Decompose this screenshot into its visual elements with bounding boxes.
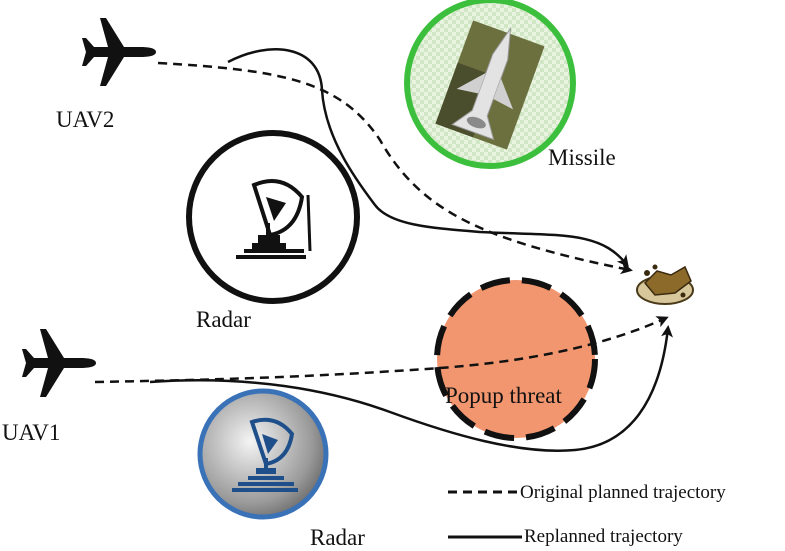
uav1: UAV1 [2,329,96,445]
trajectories [94,48,673,452]
radar-threat-bottom: Radar [197,388,365,550]
radar-threat-top: Radar [186,130,360,332]
airplane-icon [22,329,96,397]
target-icon [636,264,694,305]
uav1-label: UAV1 [2,420,60,445]
legend-replanned-label: Replanned trajectory [524,526,683,547]
radar-label-top: Radar [196,307,251,332]
popup-threat-label: Popup threat [445,383,563,408]
radar-dish-icon [232,417,298,492]
legend-original-label: Original planned trajectory [520,482,726,503]
missile-label: Missile [548,145,616,170]
airplane-icon [82,18,156,86]
missile-icon [435,20,545,150]
uav2-original-trajectory [157,61,633,275]
legend: Original planned trajectory Replanned tr… [448,482,726,547]
radar-label-bottom: Radar [310,525,365,550]
uav2-label: UAV2 [56,107,114,132]
uav2-replanned-trajectory [227,48,629,268]
radar-dish-icon [236,179,312,259]
uav2: UAV2 [56,18,156,132]
missile-threat: Missile [404,0,616,170]
uav1-replanned-trajectory [149,325,673,452]
